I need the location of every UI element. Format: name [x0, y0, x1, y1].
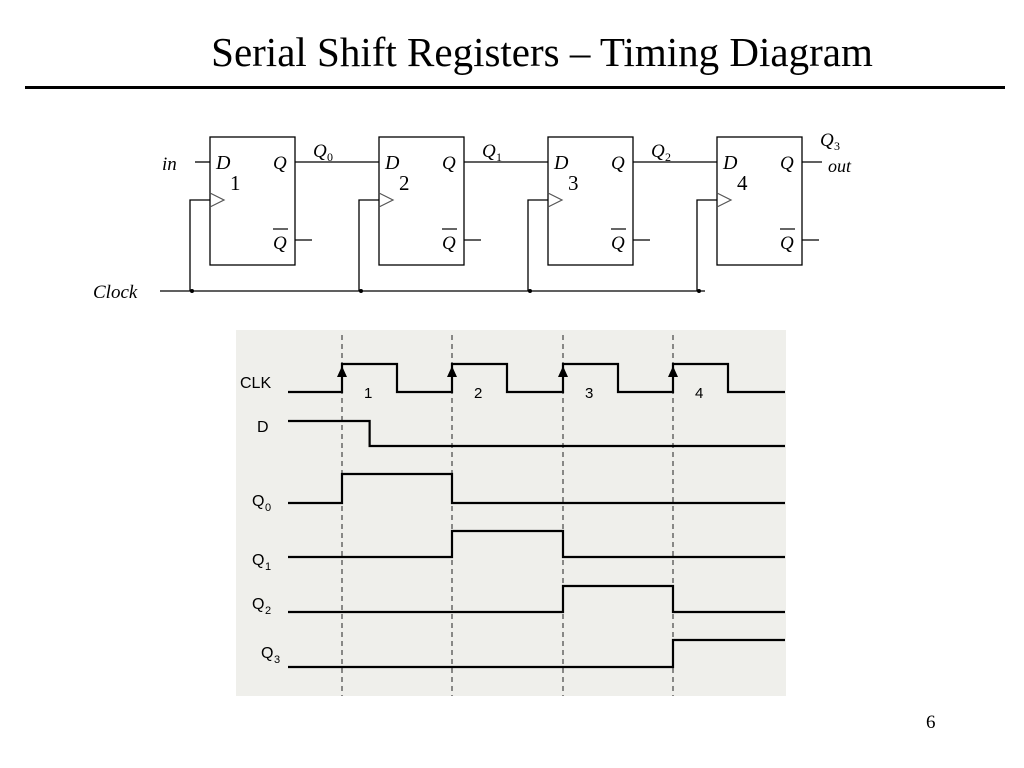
q-label: Q [780, 153, 794, 174]
qbar-label: Q [442, 233, 456, 254]
output-q-subscript: 1 [496, 150, 502, 164]
clock-triangle-icon [378, 192, 395, 208]
clock-triangle-icon [547, 192, 564, 208]
output-q-subscript: 3 [834, 139, 840, 153]
clock-branch-wire [358, 199, 379, 291]
clock-branch-wire [527, 199, 548, 291]
clock-pulse-label: 1 [364, 385, 372, 402]
clock-branch-wire [696, 199, 717, 291]
clock-triangle-icon [716, 192, 733, 208]
signal-label: Q [252, 493, 264, 510]
junction-dot [190, 289, 194, 293]
waveform-q1 [288, 529, 785, 559]
signal-subscript: 0 [265, 502, 271, 514]
signal-label: CLK [240, 375, 271, 392]
qbar-label: Q [780, 233, 794, 254]
circuit-wires [160, 161, 822, 292]
signal-label: D [257, 419, 269, 436]
waveform-q3 [288, 638, 785, 669]
signal-label: Q [252, 552, 264, 569]
junction-dot [528, 289, 532, 293]
output-q-label: Q [820, 130, 834, 151]
ff-index: 3 [568, 171, 579, 195]
output-q-subscript: 2 [665, 150, 671, 164]
flip-flop-box [716, 136, 803, 266]
signal-label: Q [261, 645, 273, 662]
d-label: D [384, 152, 400, 174]
flip-flop-box [378, 136, 465, 266]
junction-dot [697, 289, 701, 293]
qbar-label: Q [273, 233, 287, 254]
ff-index: 4 [737, 171, 748, 195]
ff-index: 1 [230, 171, 241, 195]
page-number: 6 [926, 712, 936, 733]
output-q-subscript: 0 [327, 150, 333, 164]
d-label: D [215, 152, 231, 174]
input-label: in [162, 154, 177, 175]
signal-subscript: 2 [265, 605, 271, 617]
output-label: out [828, 156, 852, 176]
waveform-clk [288, 362, 785, 394]
output-q-label: Q [313, 141, 327, 162]
signal-label: Q [252, 596, 264, 613]
clock-pulse-label: 3 [585, 385, 593, 402]
clock-branch-wire [189, 199, 210, 291]
waveform-q0 [288, 472, 785, 505]
flip-flop-box [209, 136, 296, 266]
slide-title: Serial Shift Registers – Timing Diagram [211, 29, 873, 75]
d-label: D [722, 152, 738, 174]
q-label: Q [442, 153, 456, 174]
output-q-label: Q [482, 141, 496, 162]
clock-pulse-label: 4 [695, 385, 703, 402]
ff-index: 2 [399, 171, 410, 195]
junction-dot [359, 289, 363, 293]
signal-subscript: 1 [265, 561, 271, 573]
signal-subscript: 3 [274, 654, 280, 666]
waveform-q2 [288, 584, 785, 614]
d-label: D [553, 152, 569, 174]
clock-triangle-icon [209, 192, 226, 208]
clock-pulse-label: 2 [474, 385, 482, 402]
qbar-label: Q [611, 233, 625, 254]
waveform-d [288, 419, 785, 448]
output-q-label: Q [651, 141, 665, 162]
title-divider [25, 86, 1005, 89]
clock-label: Clock [93, 282, 138, 303]
q-label: Q [273, 153, 287, 174]
q-label: Q [611, 153, 625, 174]
flip-flop-box [547, 136, 634, 266]
